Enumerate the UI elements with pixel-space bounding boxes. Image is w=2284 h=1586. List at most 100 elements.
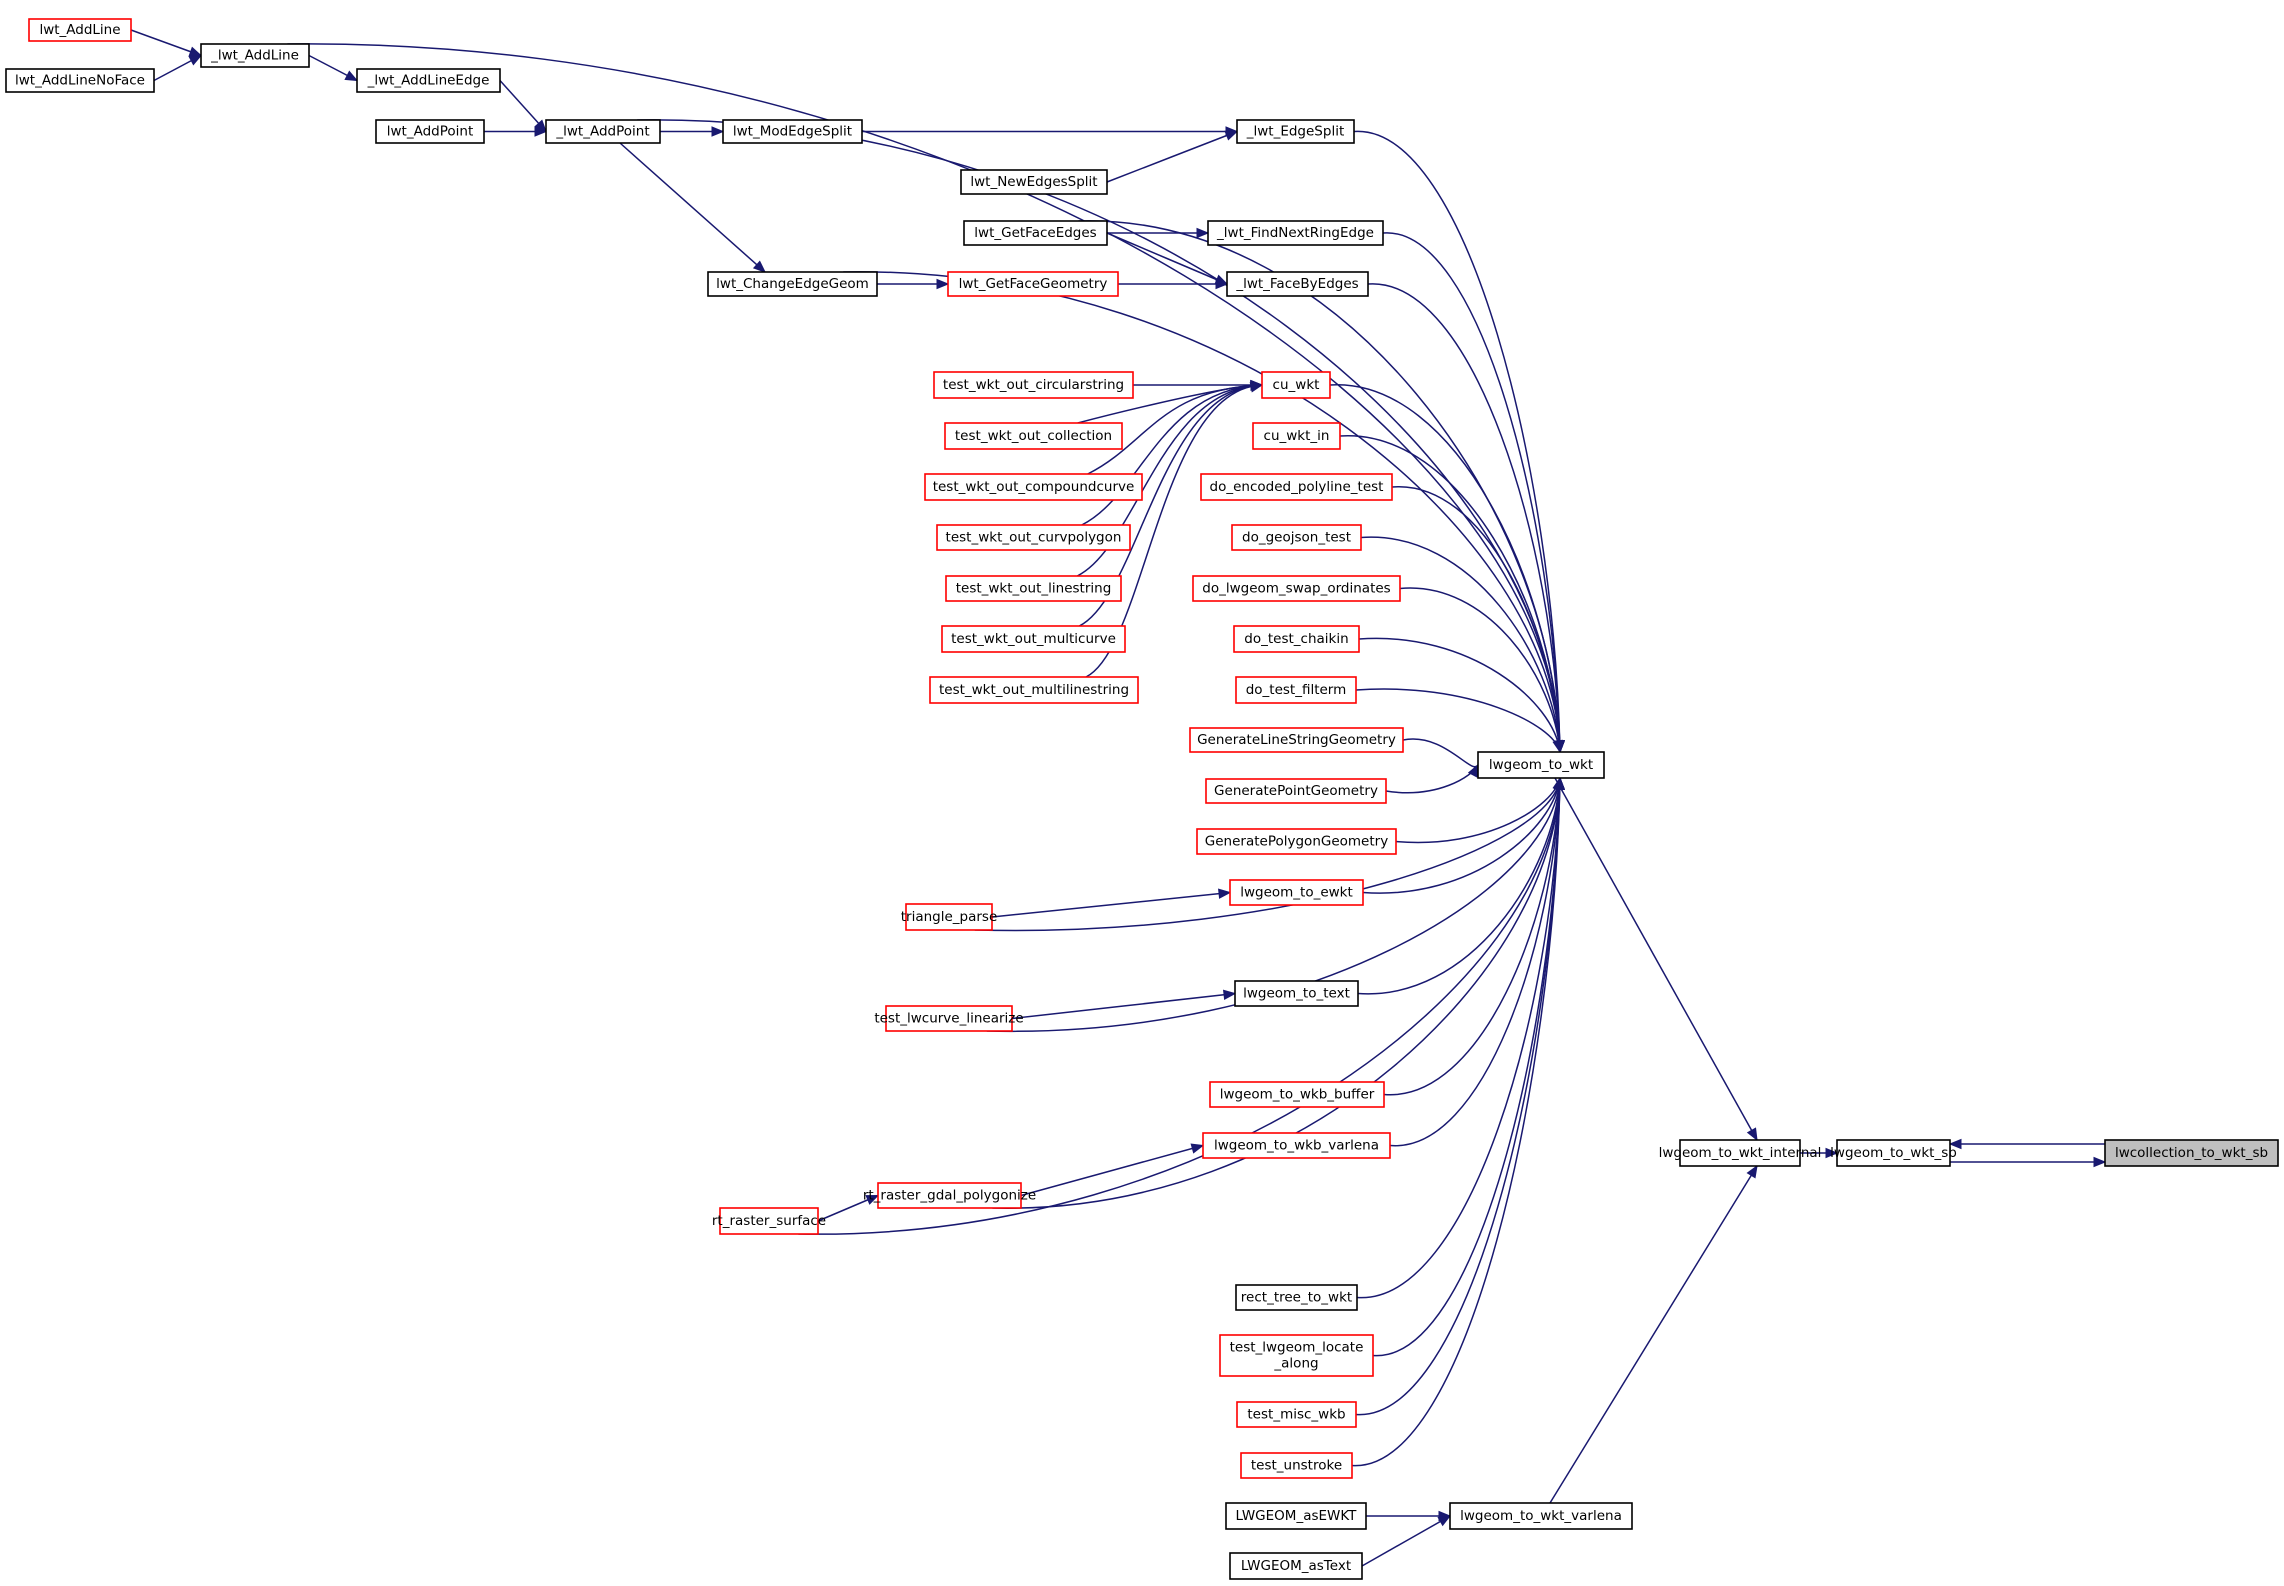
node-test-wkt-out-circularstring[interactable]: test_wkt_out_circularstring [933,371,1134,399]
node-lwgeom-to-wkb-buffer[interactable]: lwgeom_to_wkb_buffer [1209,1081,1385,1108]
node-box [1233,625,1360,653]
node-box [375,119,485,144]
node-rt-raster-surface[interactable]: rt_raster_surface [712,1207,826,1235]
node-label: test_misc_wkb [1247,1407,1345,1423]
arrowhead-icon [188,46,203,57]
node-do-lwgeom-swap-ordinates[interactable]: do_lwgeom_swap_ordinates [1192,575,1401,602]
node-lwgeom-to-text[interactable]: lwgeom_to_text [1234,980,1359,1007]
node-box [1236,119,1355,144]
node-lwgeom-to-wkt-sb[interactable]: lwgeom_to_wkt_sb [1830,1139,1957,1167]
node-lwgeom-to-wkt-internal[interactable]: lwgeom_to_wkt_internal [1659,1139,1822,1167]
node-lwgeom-to-ewkt[interactable]: lwgeom_to_ewkt [1229,879,1364,906]
edge-test-lwgeom-locate-along-to-lwgeom-to-wkt [1372,776,1565,1357]
node-label: GenerateLineStringGeometry [1197,732,1396,748]
node-label: test_unstroke [1251,1458,1342,1474]
node-lwcollection-to-wkt-sb[interactable]: lwcollection_to_wkt_sb [2104,1139,2279,1167]
edge-line [986,777,1561,1033]
node-test-wkt-out-collection[interactable]: test_wkt_out_collection [944,422,1123,450]
node-lwt-addline[interactable]: _lwt_AddLine [200,43,310,68]
node-cu-wkt-in[interactable]: cu_wkt_in [1252,422,1341,450]
node-label: _along [1273,1356,1318,1372]
edge-line [1395,777,1561,844]
node-lwt-changeedgegeom[interactable]: lwt_ChangeEdgeGeom [707,271,878,297]
node-label: rt_raster_surface [712,1213,826,1229]
node-label: lwgeom_to_wkt_sb [1830,1145,1957,1161]
node-test-wkt-out-multicurve[interactable]: test_wkt_out_multicurve [941,625,1126,653]
node-rt-raster-gdal-polygonize[interactable]: rt_raster_gdal_polygonize [863,1182,1036,1209]
edge-line [1391,486,1561,753]
node-box [28,18,132,42]
node-lwt-facebyedges[interactable]: _lwt_FaceByEdges [1226,271,1369,297]
node-do-encoded-polyline-test[interactable]: do_encoded_polyline_test [1200,473,1393,501]
node-lwt-getfacegeometry[interactable]: lwt_GetFaceGeometry [947,271,1119,297]
edge-line [1078,384,1263,627]
node-box [356,68,501,93]
node-lwgeom-asewkt[interactable]: LWGEOM_asEWKT [1225,1502,1367,1530]
node-box [545,119,661,144]
edge-line [1351,777,1561,1467]
nodes-layer: lwt_AddLine _lwt_AddLine lwt_AddLineNoFace… [5,18,2279,1580]
edge-line [1385,764,1479,794]
edge-lwt-getfaceedges-to-lwt-findnextringedge [1107,227,1210,239]
node-lwt-findnextringedge[interactable]: _lwt_FindNextRingEdge [1207,220,1384,246]
node-lwt-modedgesplit[interactable]: lwt_ModEdgeSplit [722,119,863,144]
node-test-wkt-out-compoundcurve[interactable]: test_wkt_out_compoundcurve [924,473,1143,501]
arrowhead-icon [188,54,203,66]
node-do-test-filterm[interactable]: do_test_filterm [1235,676,1357,704]
node-lwgeom-to-wkb-varlena[interactable]: lwgeom_to_wkb_varlena [1202,1132,1391,1159]
node-test-misc-wkb[interactable]: test_misc_wkb [1236,1401,1357,1428]
node-label: GeneratePolygonGeometry [1205,834,1388,850]
node-do-geojson-test[interactable]: do_geojson_test [1231,524,1362,551]
edge-lwt-getfacegeometry-to-lwt-facebyedges [1118,278,1229,290]
arrowhead-icon [1552,739,1563,754]
node-lwt-addlinenoface[interactable]: lwt_AddLineNoFace [5,68,155,93]
node-box [945,575,1122,602]
node-box [933,371,1134,399]
node-label: lwgeom_to_ewkt [1240,885,1353,901]
node-test-wkt-out-curvpolygon[interactable]: test_wkt_out_curvpolygon [936,524,1131,551]
node-rect-tree-to-wkt[interactable]: rect_tree_to_wkt [1235,1284,1358,1311]
node-test-wkt-out-linestring[interactable]: test_wkt_out_linestring [945,575,1122,602]
node-generatepolygongeometry[interactable]: GeneratePolygonGeometry [1196,828,1397,855]
node-label: test_wkt_out_compoundcurve [933,479,1135,495]
node-generatepointgeometry[interactable]: GeneratePointGeometry [1205,778,1387,804]
node-box [1200,473,1393,501]
arrowhead-icon [1215,278,1229,290]
arrowhead-icon [865,1194,880,1205]
edge-line [991,891,1231,918]
node-lwgeom-to-wkt[interactable]: lwgeom_to_wkt [1477,751,1605,779]
edge-lwt-findnextringedge-to-lwgeom-to-wkt [1382,232,1565,754]
node-lwt-getfaceedges[interactable]: lwt_GetFaceEdges [963,220,1108,246]
node-lwt-addline[interactable]: lwt_AddLine [28,18,132,42]
node-lwgeom-astext[interactable]: LWGEOM_asText [1229,1552,1363,1580]
node-triangle-parse[interactable]: triangle_parse [901,903,998,931]
node-label: lwt_GetFaceEdges [974,225,1096,241]
node-generatelinestringgeometry[interactable]: GenerateLineStringGeometry [1189,727,1404,753]
node-lwgeom-to-wkt-varlena[interactable]: lwgeom_to_wkt_varlena [1449,1502,1633,1530]
node-box [1226,271,1369,297]
node-do-test-chaikin[interactable]: do_test_chaikin [1233,625,1360,653]
arrowhead-icon [344,70,359,82]
node-cu-wkt[interactable]: cu_wkt [1261,371,1331,399]
node-box [1449,1502,1633,1530]
node-test-lwcurve-linearize[interactable]: test_lwcurve_linearize [874,1005,1024,1032]
node-label: do_geojson_test [1242,530,1351,546]
node-label: lwcollection_to_wkt_sb [2115,1145,2268,1161]
node-box [1477,751,1605,779]
edge-generatepointgeometry-to-lwgeom-to-wkt [1385,763,1479,794]
node-lwt-addpoint[interactable]: _lwt_AddPoint [545,119,661,144]
edge-line [1106,232,1228,285]
node-test-lwgeom-locate-along[interactable]: test_lwgeom_locate_along [1219,1334,1374,1377]
node-box [1240,1452,1353,1479]
node-box [719,1207,819,1235]
arrowhead-icon [1224,130,1239,141]
node-label: rt_raster_gdal_polygonize [863,1188,1036,1204]
node-label: test_wkt_out_linestring [956,581,1112,597]
node-test-unstroke[interactable]: test_unstroke [1240,1452,1353,1479]
node-lwt-newedgessplit[interactable]: lwt_NewEdgesSplit [960,169,1108,195]
arrowhead-icon [936,278,950,290]
node-test-wkt-out-multilinestring[interactable]: test_wkt_out_multilinestring [929,676,1139,704]
node-lwt-addpoint[interactable]: lwt_AddPoint [375,119,485,144]
node-lwt-edgesplit[interactable]: _lwt_EdgeSplit [1236,119,1355,144]
node-lwt-addlineedge[interactable]: _lwt_AddLineEdge [356,68,501,93]
